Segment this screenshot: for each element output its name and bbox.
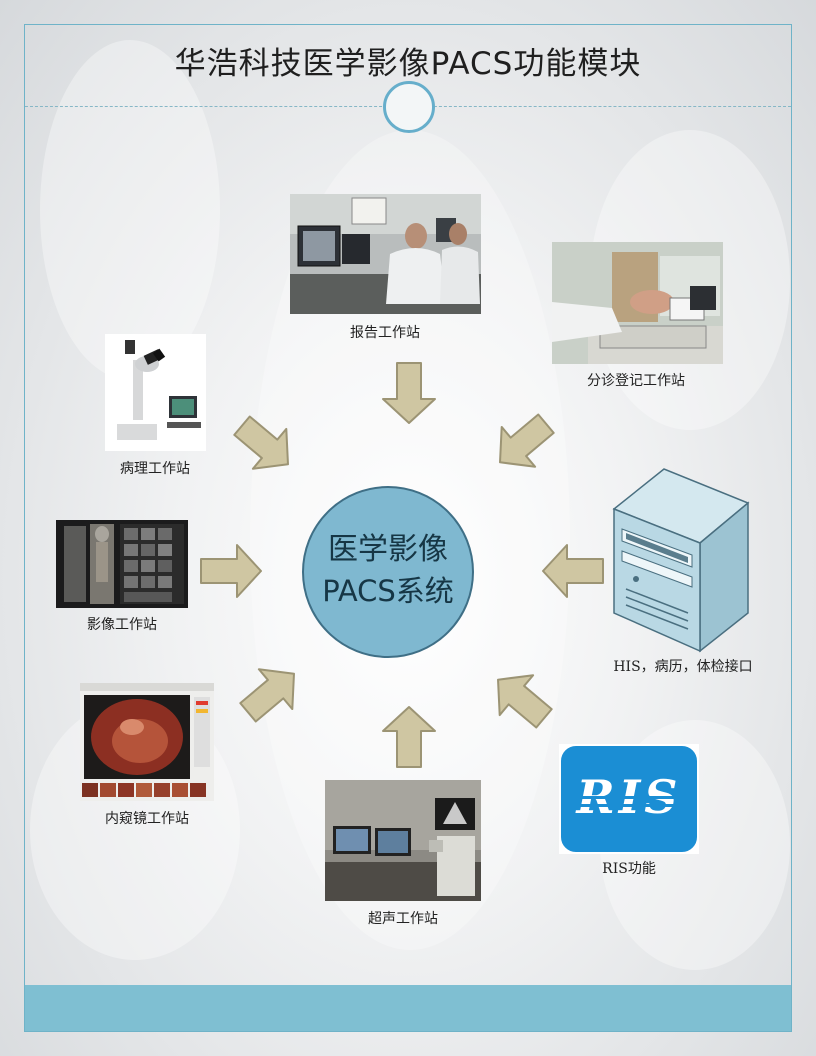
title-ring-ornament xyxy=(383,81,435,133)
hub-label-line2: PACS系统 xyxy=(322,574,454,608)
endoscopy-workstation-photo xyxy=(80,683,214,801)
endoscopy-workstation-label: 内窥镜工作站 xyxy=(105,811,189,827)
ultrasound-workstation-label: 超声工作站 xyxy=(368,911,438,927)
ris-logo: RIS xyxy=(559,744,699,854)
arrow-from-triage-icon xyxy=(499,413,555,468)
his-interface-label: HIS，病历，体检接口 xyxy=(613,659,753,675)
pathology-workstation-label: 病理工作站 xyxy=(120,461,190,477)
his-server-tower xyxy=(608,463,750,653)
report-workstation-label: 报告工作站 xyxy=(350,325,420,341)
arrow-from-ultrasound-icon xyxy=(382,706,436,768)
imaging-workstation-label: 影像工作站 xyxy=(87,617,157,633)
pathology-workstation-photo xyxy=(105,334,206,451)
arrow-from-imaging-icon xyxy=(200,544,262,598)
arrow-from-endoscopy-icon xyxy=(239,668,295,723)
page-title: 华浩科技医学影像PACS功能模块 xyxy=(174,46,642,82)
imaging-workstation-photo xyxy=(56,520,188,608)
triage-workstation-photo xyxy=(552,242,723,364)
ultrasound-workstation-photo xyxy=(325,780,481,901)
arrow-from-his-icon xyxy=(542,544,604,598)
ris-logo-stripe xyxy=(575,804,683,807)
pacs-hub: 医学影像 PACS系统 xyxy=(302,486,474,658)
triage-workstation-label: 分诊登记工作站 xyxy=(587,373,685,389)
arrow-from-ris-icon xyxy=(497,674,553,729)
arrow-from-report-icon xyxy=(382,362,436,424)
arrow-from-pathology-icon xyxy=(233,415,289,470)
page-frame xyxy=(24,24,792,1032)
hub-label-line1: 医学影像 xyxy=(328,532,448,567)
ris-function-label: RIS功能 xyxy=(602,861,656,877)
background-ellipse xyxy=(40,40,220,380)
report-workstation-photo xyxy=(290,194,481,314)
footer-band xyxy=(25,985,791,1031)
ris-logo-stripe xyxy=(575,796,683,799)
